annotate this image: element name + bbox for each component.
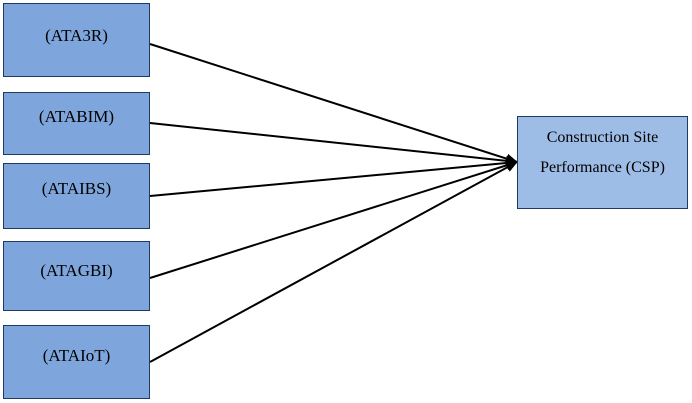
source-box-atagbi: (ATAGBI) — [3, 241, 150, 311]
arrow-atabim — [149, 122, 518, 166]
source-box-ataibs: (ATAIBS) — [3, 163, 150, 229]
arrow-ataibs — [149, 158, 518, 197]
source-label-atagbi: (ATAGBI) — [40, 261, 113, 280]
arrow-ata3r — [149, 43, 518, 164]
arrow-atagbi — [149, 160, 518, 279]
source-box-ataiot: (ATAIoT) — [3, 325, 150, 399]
source-box-ata3r: (ATA3R) — [3, 3, 150, 77]
target-label-line1: Construction Site — [546, 129, 659, 146]
source-label-ata3r: (ATA3R) — [45, 26, 108, 45]
source-label-ataibs: (ATAIBS) — [41, 179, 112, 198]
source-label-atabim: (ATABIM) — [38, 107, 115, 126]
arrow-ataiot — [149, 161, 518, 363]
source-label-ataiot: (ATAIoT) — [42, 346, 111, 365]
target-label-line2: Performance (CSP) — [540, 159, 665, 176]
source-box-atabim: (ATABIM) — [3, 92, 150, 155]
target-box-csp: Construction Site Performance (CSP) — [517, 116, 688, 209]
